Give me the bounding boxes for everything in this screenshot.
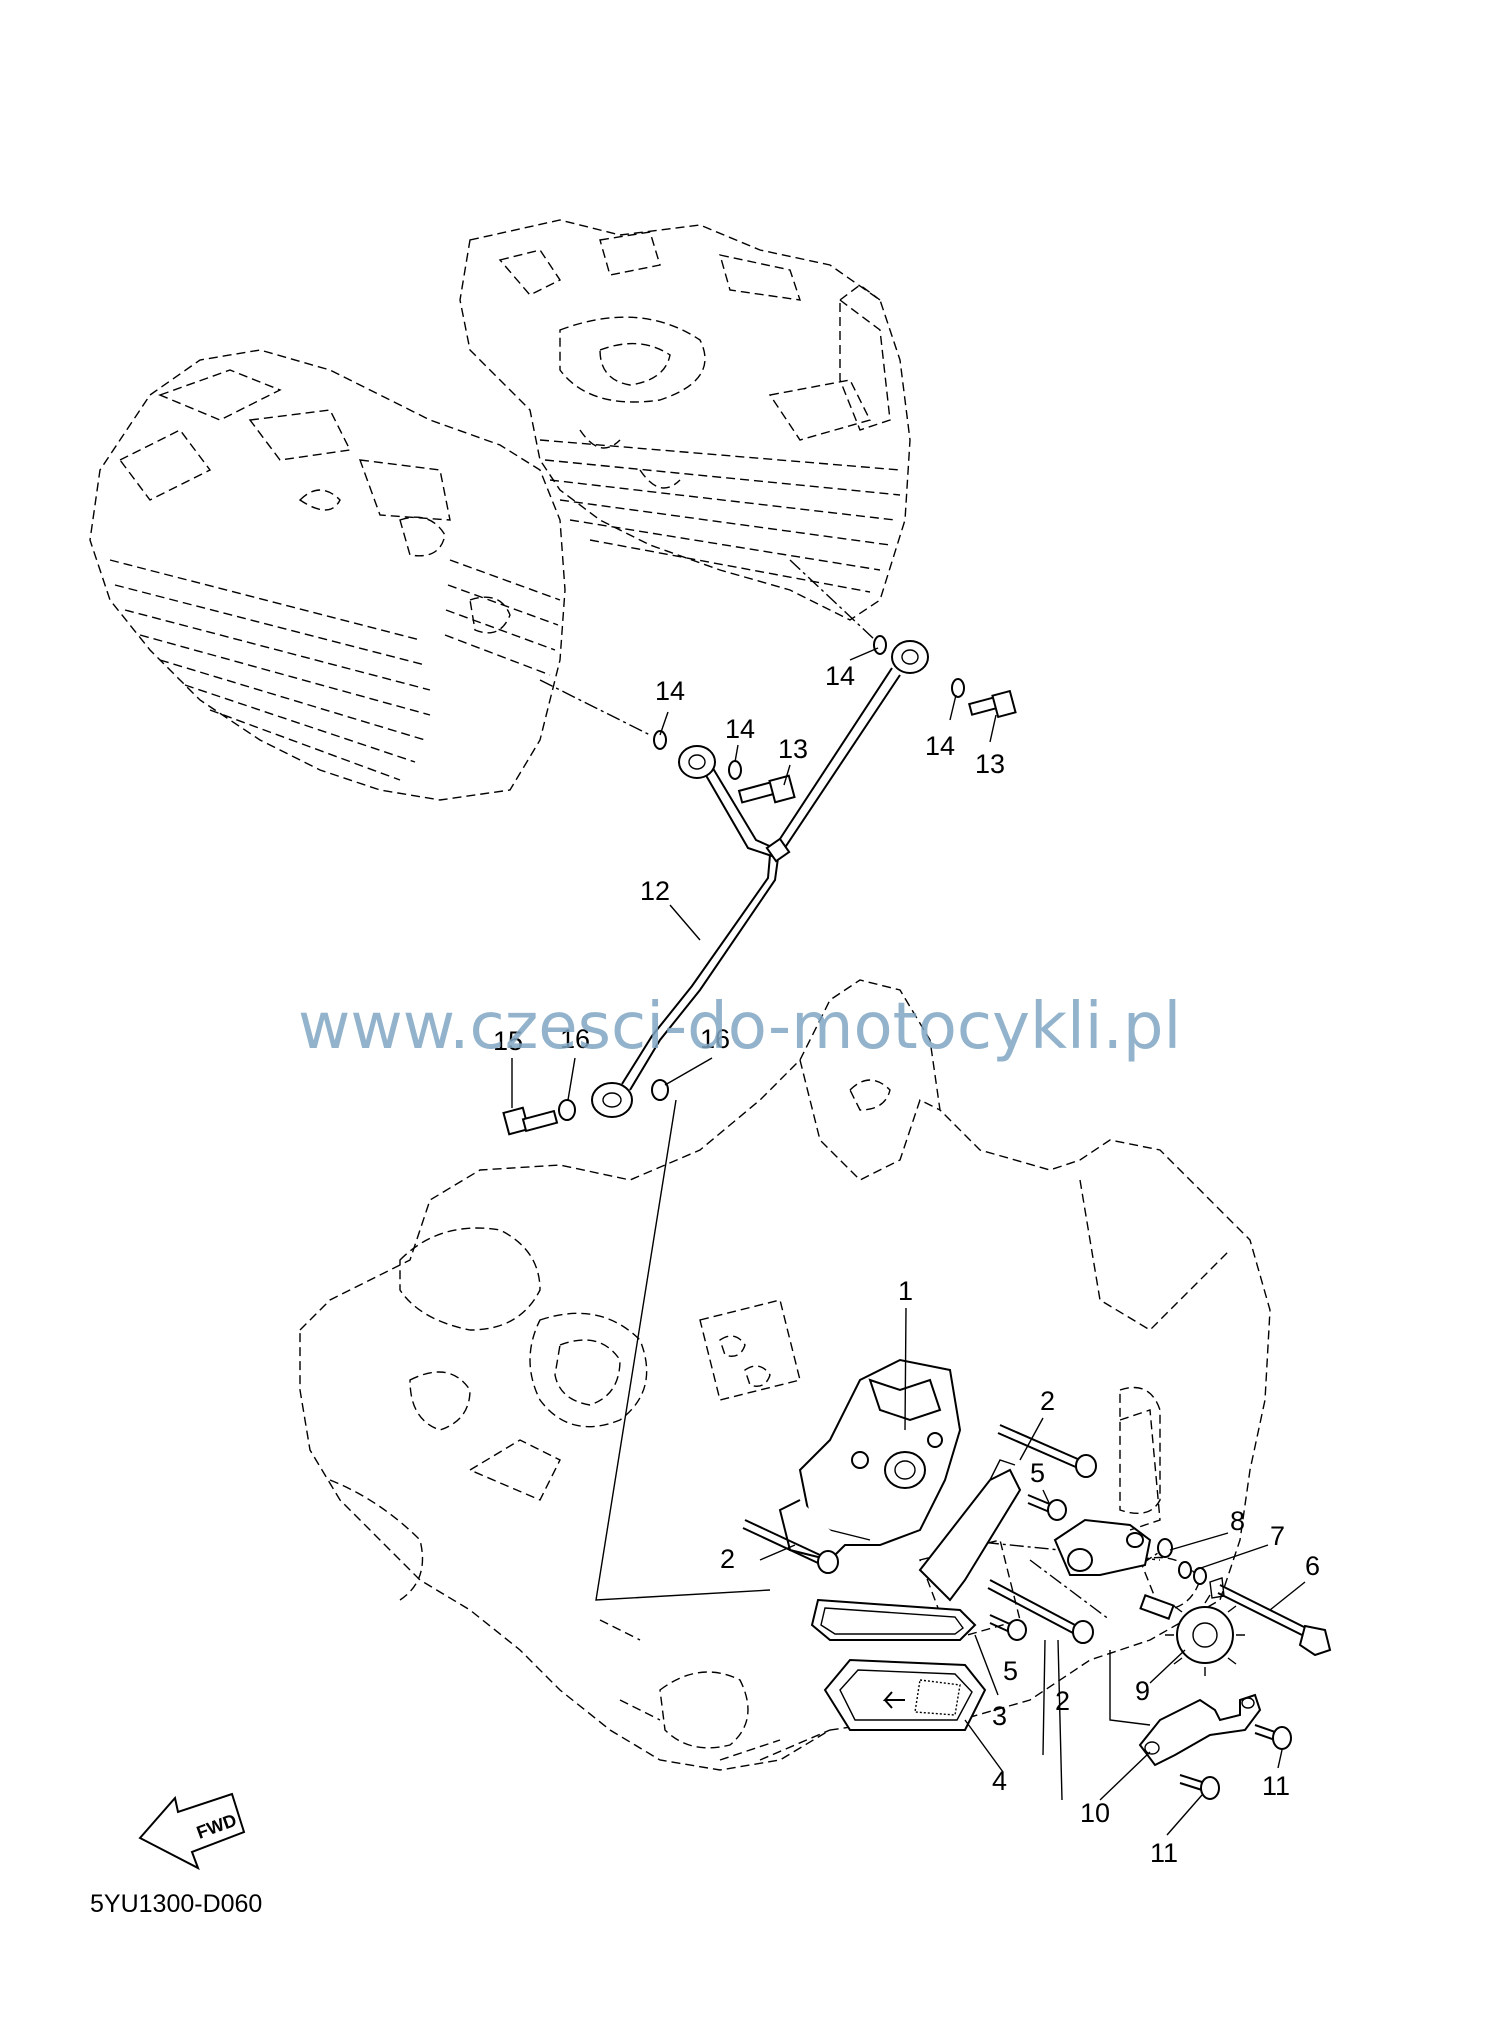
callout-14-a: 14 bbox=[655, 676, 685, 706]
callout-4: 4 bbox=[992, 1766, 1007, 1796]
callout-16-b: 16 bbox=[700, 1024, 730, 1054]
callout-9: 9 bbox=[1135, 1676, 1150, 1706]
callout-2-b: 2 bbox=[720, 1544, 735, 1574]
pump-bolts bbox=[742, 1424, 1097, 1644]
bracket bbox=[1138, 1693, 1262, 1767]
watermark-url: www.czesci-do-motocykli.pl bbox=[298, 990, 1181, 1064]
oil-delivery-pipe bbox=[591, 640, 929, 1118]
banjo-fitting-front-head bbox=[678, 745, 716, 779]
oil-pump-assembly bbox=[778, 1358, 962, 1562]
callout-10: 10 bbox=[1080, 1798, 1110, 1828]
callout-2-a: 2 bbox=[1040, 1386, 1055, 1416]
callout-5-a: 5 bbox=[1030, 1458, 1045, 1488]
leader-lines bbox=[511, 647, 1306, 1836]
callout-2-c: 2 bbox=[1055, 1686, 1070, 1716]
callout-14-d: 14 bbox=[925, 731, 955, 761]
crankcase-phantom bbox=[299, 979, 1271, 1771]
pump-drive-housing bbox=[1053, 1409, 1161, 1576]
union-bolt-front bbox=[737, 774, 796, 804]
bracket-bolts bbox=[1179, 1724, 1292, 1800]
o-rings bbox=[1157, 1538, 1207, 1585]
oil-strainer-gasket bbox=[810, 1598, 977, 1641]
banjo-fitting-rear-head bbox=[891, 640, 929, 674]
short-bolts bbox=[989, 1494, 1067, 1641]
pump-drive-gear bbox=[1139, 1594, 1245, 1676]
pump-drive-shaft-bolt bbox=[1209, 1577, 1332, 1657]
union-bolt-crankcase bbox=[502, 1106, 559, 1136]
callout-6: 6 bbox=[1305, 1551, 1320, 1581]
callout-7: 7 bbox=[1270, 1521, 1285, 1551]
callout-16-a: 16 bbox=[560, 1024, 590, 1054]
callout-14-c: 14 bbox=[825, 661, 855, 691]
rear-cylinder-head-phantom bbox=[459, 219, 911, 621]
callout-numbers: 14 14 13 14 14 13 12 15 16 16 1 2 5 2 8 … bbox=[493, 661, 1320, 1868]
oil-strainer bbox=[823, 1658, 987, 1731]
copper-washers bbox=[558, 635, 965, 1121]
oil-pump-pickup-pipe bbox=[918, 1459, 1022, 1602]
callout-8: 8 bbox=[1230, 1506, 1245, 1536]
callout-15: 15 bbox=[493, 1026, 523, 1056]
callout-12: 12 bbox=[640, 876, 670, 906]
union-bolt-rear bbox=[967, 689, 1017, 719]
callout-1: 1 bbox=[898, 1276, 913, 1306]
callout-11-b: 11 bbox=[1150, 1838, 1178, 1868]
callout-13-b: 13 bbox=[975, 749, 1005, 779]
callout-5-b: 5 bbox=[1003, 1656, 1018, 1686]
callout-3: 3 bbox=[992, 1701, 1007, 1731]
callout-11-a: 11 bbox=[1262, 1771, 1290, 1801]
banjo-fitting-crankcase bbox=[591, 1082, 633, 1118]
forward-direction-arrow: FWD bbox=[138, 1792, 246, 1871]
front-cylinder-head-phantom bbox=[89, 349, 566, 801]
drawing-code: 5YU1300-D060 bbox=[90, 1890, 262, 1918]
callout-14-b: 14 bbox=[725, 714, 755, 744]
callout-13-a: 13 bbox=[778, 734, 808, 764]
